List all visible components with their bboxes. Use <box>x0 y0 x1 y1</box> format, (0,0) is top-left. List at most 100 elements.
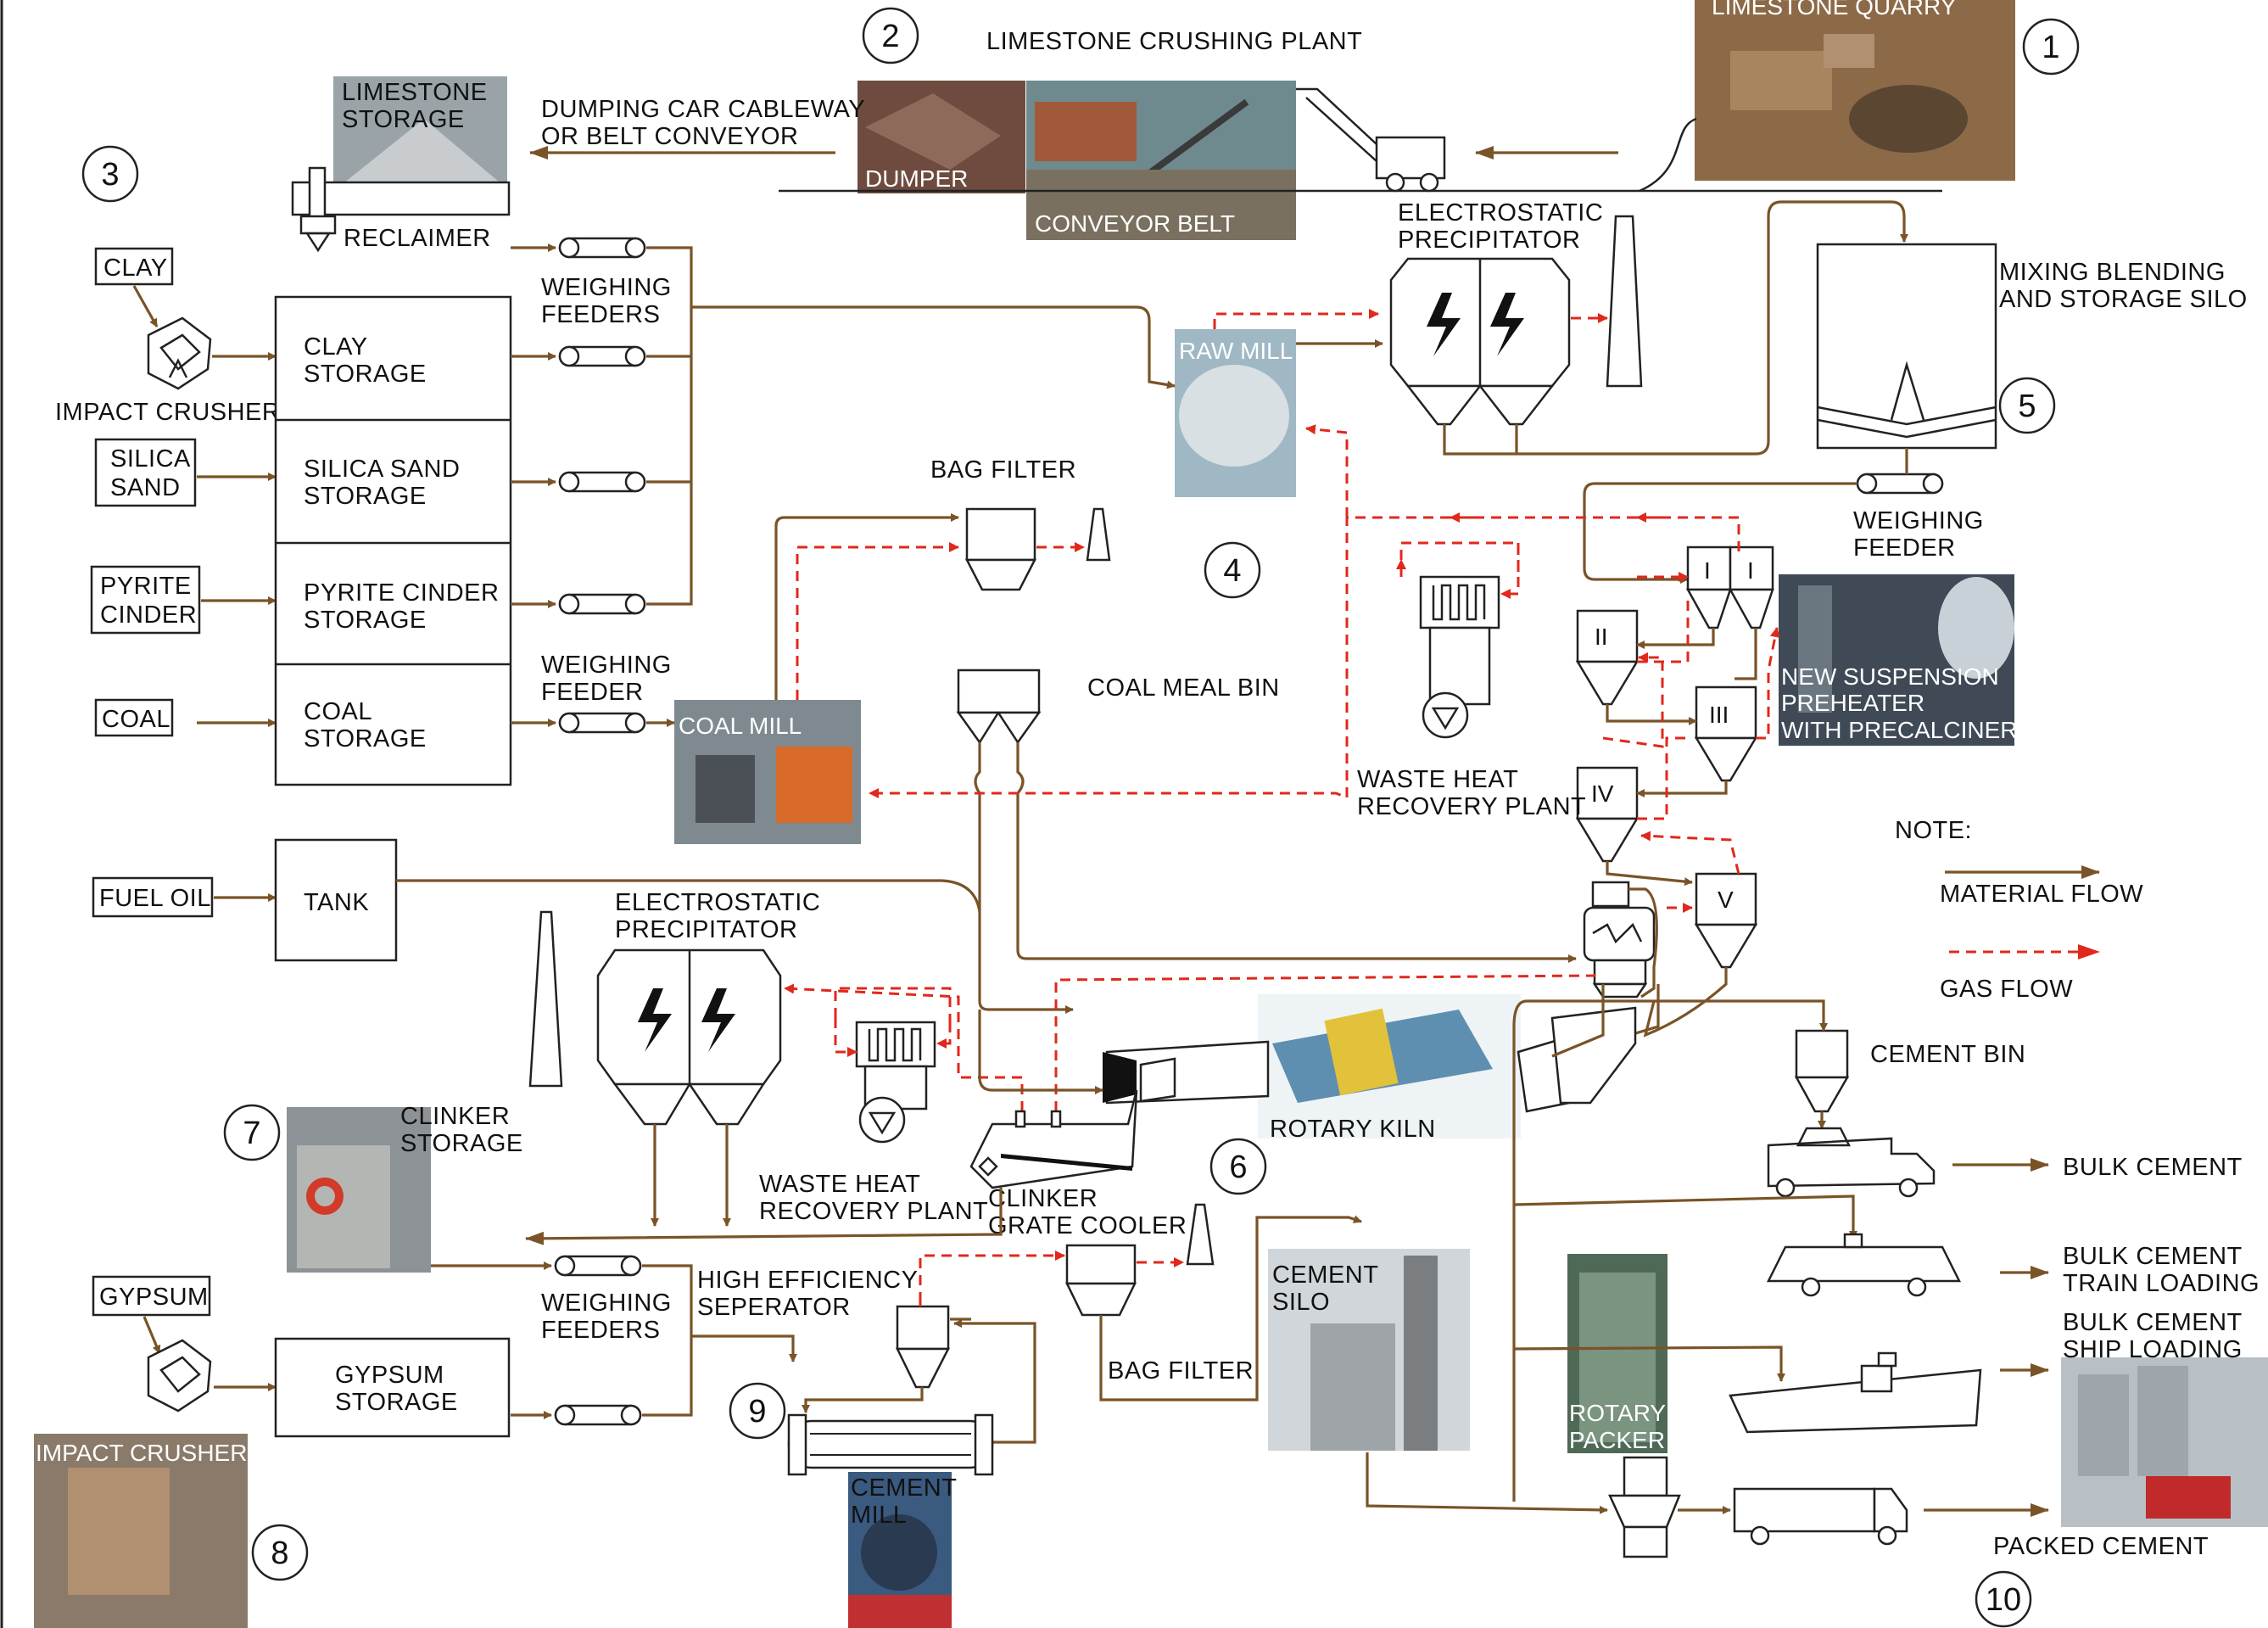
train-wagon-icon <box>1766 1233 1962 1297</box>
whr-bottom-label-1: WASTE HEAT <box>759 1171 920 1198</box>
photo-cement-silo: CEMENT SILO <box>1268 1249 1470 1451</box>
packed-cement-label: PACKED CEMENT <box>1993 1533 2209 1560</box>
weighing-feeder-raw-label-1: WEIGHING <box>1853 507 1984 534</box>
packer-hopper-icon <box>1608 1456 1681 1558</box>
cement-bin-label: CEMENT BIN <box>1870 1041 2025 1068</box>
clinker-cooler-label-1: CLINKER <box>988 1185 1098 1212</box>
stage-3-label: III <box>1709 702 1729 728</box>
gypsum-storage-1: GYPSUM <box>335 1362 444 1389</box>
reclaimer-machine <box>291 166 511 253</box>
raw-storage-stack <box>274 295 512 786</box>
limestone-storage-label-1: LIMESTONE <box>342 79 488 106</box>
legend-gas-flow: GAS FLOW <box>1940 976 2073 1003</box>
stage-1b-label: I <box>1747 557 1754 584</box>
step-3: 3 <box>101 157 119 193</box>
high-efficiency-separator-icon <box>895 1305 951 1389</box>
weighing-feeder-raw-label-2: FEEDER <box>1853 534 1956 562</box>
stage-5-label: V <box>1718 887 1734 913</box>
bulk-truck-icon <box>1767 1127 1936 1198</box>
silica-storage-1: SILICA SAND <box>304 456 460 483</box>
photo-crushing-plant: CONVEYOR BELT <box>1026 81 1296 240</box>
weighing-feeder-clinker-belt <box>554 1255 642 1277</box>
calciner-icon <box>1583 881 1656 999</box>
bag-filter-bottom-icon <box>1065 1244 1137 1317</box>
preheater-cyclones <box>1575 545 1774 969</box>
pyrite-storage-2: STORAGE <box>304 607 427 634</box>
impact-crusher-bottom-icon <box>147 1339 212 1413</box>
gypsum-storage-2: STORAGE <box>335 1389 458 1416</box>
preheater-label-1: NEW SUSPENSION <box>1781 663 1999 690</box>
impact-crusher-photo-label: IMPACT CRUSHER <box>36 1440 247 1466</box>
raw-mill-label: RAW MILL <box>1179 338 1293 364</box>
clay-storage-2: STORAGE <box>304 361 427 388</box>
step-markers: 1 2 3 4 5 6 7 8 9 10 <box>81 7 2080 1628</box>
clinker-storage-label-1: CLINKER <box>400 1103 510 1130</box>
esp-top-label-1: ELECTROSTATIC <box>1398 199 1603 227</box>
pyrite-input-1: PYRITE <box>100 573 192 600</box>
dumping-car-label-1: DUMPING CAR CABLEWAY <box>541 96 865 123</box>
whr-bottom-label-2: RECOVERY PLANT <box>759 1198 988 1225</box>
bulk-train-label-1: BULK CEMENT <box>2063 1243 2243 1270</box>
bulk-ship-label-1: BULK CEMENT <box>2063 1309 2243 1336</box>
step-7: 7 <box>243 1116 260 1151</box>
waste-heat-recovery-bottom <box>855 1021 936 1144</box>
rotary-kiln-label: ROTARY KILN <box>1270 1116 1436 1143</box>
silica-storage-2: STORAGE <box>304 483 427 510</box>
coal-meal-bin-label: COAL MEAL BIN <box>1087 674 1280 702</box>
silica-input-1: SILICA <box>110 445 191 473</box>
rotary-packer-label-2: PACKER <box>1569 1427 1665 1453</box>
preheater-label-2: PREHEATER <box>1781 690 1924 716</box>
bulk-cement-label: BULK CEMENT <box>2063 1154 2243 1181</box>
packed-truck-icon <box>1733 1487 1908 1546</box>
dumper-label: DUMPER <box>865 165 968 192</box>
waste-heat-recovery-top <box>1419 575 1500 739</box>
photo-raw-mill: RAW MILL <box>1175 329 1296 497</box>
cement-mill-label-1: CEMENT <box>851 1474 957 1502</box>
weighing-feeder-coal-label-1: WEIGHING <box>541 652 672 679</box>
esp-bottom-label-1: ELECTROSTATIC <box>615 889 820 916</box>
photo-rotary-packer: ROTARY PACKER <box>1567 1254 1667 1453</box>
step-4: 4 <box>1223 553 1241 589</box>
mixing-silo-icon <box>1816 243 1997 450</box>
weighing-feeder-coal-label-2: FEEDER <box>541 679 644 706</box>
weighing-feeders-bottom-label-2: FEEDERS <box>541 1317 660 1344</box>
photo-packed-cement <box>2061 1357 2268 1527</box>
coal-mill-label: COAL MILL <box>679 713 802 739</box>
bag-filter-top-icon <box>964 507 1037 591</box>
mixing-silo-label-2: AND STORAGE SILO <box>1999 286 2248 313</box>
photo-rotary-kiln <box>1258 994 1521 1138</box>
silica-input-2: SAND <box>110 474 181 501</box>
ship-icon <box>1729 1351 1982 1434</box>
coal-meal-bin-icon <box>956 669 1042 745</box>
esp-bottom-icon <box>596 948 782 1126</box>
photo-coal-mill: COAL MILL <box>674 700 861 844</box>
dumping-car <box>1296 87 1446 193</box>
rotary-packer-label-1: ROTARY <box>1569 1400 1666 1426</box>
coal-storage-1: COAL <box>304 698 372 725</box>
photo-impact-crusher: IMPACT CRUSHER <box>34 1434 248 1628</box>
limestone-crushing-plant-label: LIMESTONE CRUSHING PLANT <box>986 28 1362 55</box>
pyrite-storage-1: PYRITE CINDER <box>304 579 499 607</box>
bag-filter-bottom-label: BAG FILTER <box>1108 1357 1254 1385</box>
clinker-cooler-label-2: GRATE COOLER <box>988 1212 1187 1239</box>
photo-dumper: DUMPER <box>857 81 1025 193</box>
conveyor-belt-label: CONVEYOR BELT <box>1035 210 1235 237</box>
photo-preheater: NEW SUSPENSION PREHEATER WITH PRECALCINE… <box>1779 574 2017 746</box>
weighing-feeder-raw-belt <box>1856 473 1944 495</box>
step-6: 6 <box>1229 1150 1247 1185</box>
reclaimer-label: RECLAIMER <box>344 225 491 252</box>
step-2: 2 <box>881 19 899 54</box>
step-1: 1 <box>2042 30 2059 65</box>
weighing-feeder-belts <box>558 237 646 734</box>
clinker-storage-label-2: STORAGE <box>400 1130 523 1157</box>
limestone-quarry-label: LIMESTONE QUARRY <box>1712 0 1957 20</box>
bulk-train-label-2: TRAIN LOADING <box>2063 1270 2260 1297</box>
stage-2-label: II <box>1595 624 1608 650</box>
whr-top-label-2: RECOVERY PLANT <box>1357 793 1586 820</box>
clay-storage-1: CLAY <box>304 333 368 361</box>
weighing-feeders-bottom-label-1: WEIGHING <box>541 1290 672 1317</box>
dumping-car-label-2: OR BELT CONVEYOR <box>541 123 798 150</box>
cement-mill-icon <box>787 1413 994 1476</box>
limestone-storage-label-2: STORAGE <box>342 106 465 133</box>
